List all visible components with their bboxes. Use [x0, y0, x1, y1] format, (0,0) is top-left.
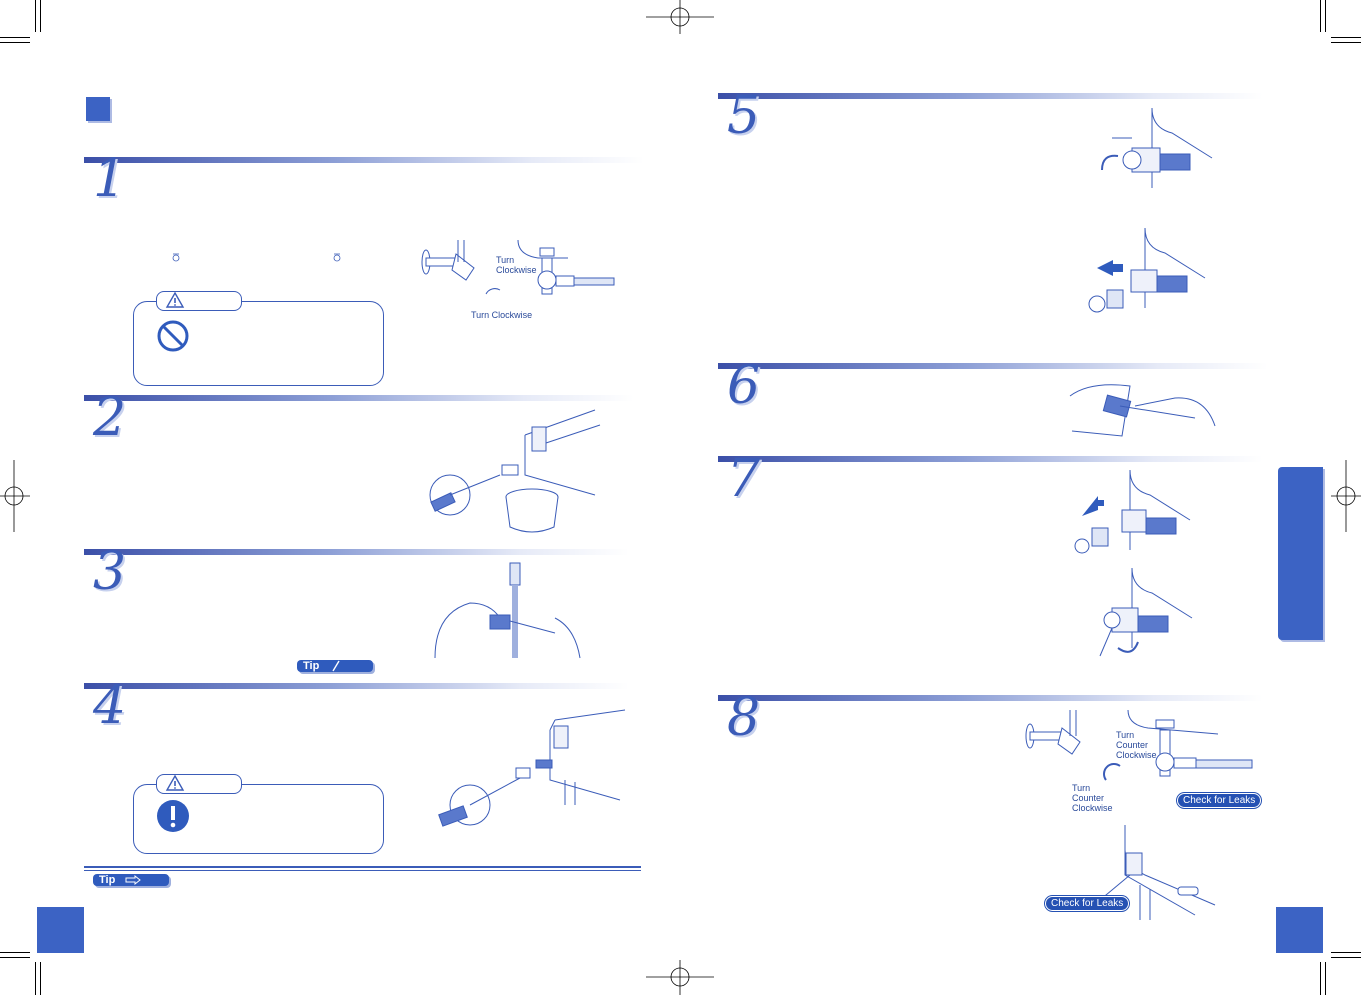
step-5-illustration-a [1101, 107, 1213, 188]
exclamation-icon [157, 800, 189, 832]
step-2-number: 2 [93, 388, 127, 448]
bottom-rule-thin [84, 870, 641, 871]
step-5-number: 5 [727, 86, 761, 146]
tip-label: Tip [99, 874, 116, 886]
step-8-number: 8 [727, 688, 761, 748]
tip-badge-a: Tip [297, 660, 373, 672]
label-counter: Counter [1072, 793, 1105, 803]
step-8-illustration-b [1099, 825, 1216, 920]
arrow-right-icon [125, 874, 141, 886]
warning-triangle-icon [165, 291, 185, 308]
step-7-bar [718, 456, 1263, 462]
tip-label: Tip [303, 660, 320, 672]
step-6-illustration [1069, 384, 1216, 437]
step-4-bar [84, 683, 629, 689]
step-4-number: 4 [93, 676, 127, 736]
step-8-bar [718, 695, 1263, 701]
warning-box-1 [133, 301, 384, 386]
label-clockwise: Clockwise [496, 265, 537, 275]
label-counter: Counter [1116, 740, 1149, 750]
warning-box-2 [133, 784, 384, 854]
step-5-illustration-b [1088, 227, 1206, 313]
check-for-leaks-badge-1: Check for Leaks [1177, 793, 1262, 808]
page-number-tab-right [1276, 907, 1323, 953]
step-4-illustration [438, 709, 626, 827]
valve-small-icon [172, 253, 180, 262]
step-7-illustration-a [1074, 469, 1191, 554]
step-3-number: 3 [93, 542, 127, 602]
step-1-number: 1 [93, 149, 127, 209]
tip-badge-b: Tip [93, 874, 169, 886]
label-clockwise: Clockwise [1116, 750, 1157, 760]
step-7-number: 7 [727, 449, 761, 509]
step-1-illustration [421, 239, 615, 295]
warning-triangle-icon [165, 774, 185, 791]
step-6-bar [718, 363, 1268, 369]
step-5-bar [718, 93, 1263, 99]
step-3-bar [84, 549, 629, 555]
label-clockwise: Clockwise [1072, 803, 1113, 813]
label-turn: Turn [1072, 783, 1091, 793]
label-turn: Turn [496, 255, 515, 265]
step-6-number: 6 [727, 356, 761, 416]
step-3-illustration [434, 562, 581, 659]
step-1-bar [84, 157, 644, 163]
pencil-icon [332, 660, 340, 672]
page-number-tab-left [37, 907, 84, 953]
bottom-rule [84, 866, 641, 868]
step-2-bar [84, 395, 634, 401]
prohibit-icon [157, 320, 189, 352]
label-turn: Turn [1116, 730, 1135, 740]
turn-clockwise-label-b: Turn Clockwise [471, 310, 533, 320]
step-8-illustration-a [1025, 709, 1253, 781]
step-7-illustration-b [1099, 567, 1193, 657]
section-marker [86, 97, 110, 121]
valve-small-icon [333, 253, 341, 262]
check-for-leaks-badge-2: Check for Leaks [1045, 896, 1130, 911]
side-section-tab [1278, 467, 1323, 640]
step-2-illustration [429, 409, 601, 533]
